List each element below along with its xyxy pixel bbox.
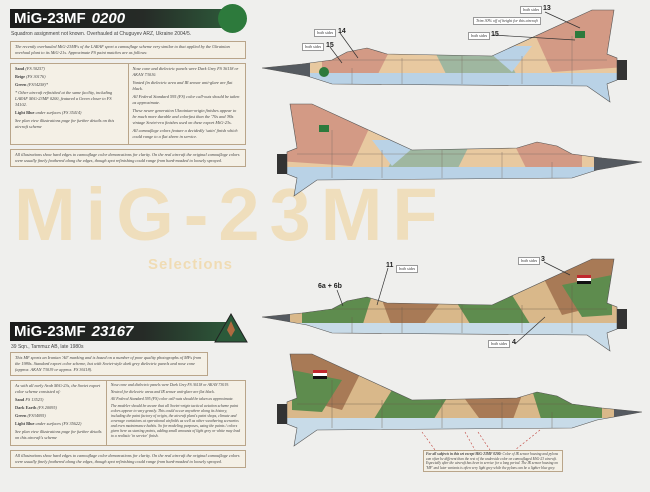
callout-both-sides-3: both sides — [518, 257, 541, 265]
profile1-text-column: The recently overhauled MiG-23MFs of the… — [10, 41, 246, 167]
decal-number: 4 — [512, 339, 516, 346]
callout-both-sides-11: both sides — [396, 265, 419, 273]
decal-number: 6a + 6b — [318, 283, 342, 290]
decal-number: 15 — [326, 42, 334, 49]
callout-both-sides-15a: both sides — [302, 43, 325, 51]
watermark-subtitle: Selections — [148, 256, 234, 273]
watermark-title: MiG-23MF — [14, 173, 448, 256]
callout-both-sides-4: both sides — [488, 340, 511, 348]
aircraft-23167-right-profile — [262, 350, 642, 450]
libya-roundel-icon — [218, 4, 247, 33]
aircraft-23167-left-profile — [262, 255, 642, 355]
decal-number: 15 — [491, 31, 499, 38]
profile2-text-column: This MF sports an Iranian 'All' marking … — [10, 352, 246, 468]
callout-trim-note: Trim 30% off of height for this aircraft — [473, 17, 541, 25]
profile1-colors-box: Sand (FS 30257) Beige (FS 30176) Green (… — [10, 63, 246, 145]
iraq-triangle-insignia-icon — [214, 313, 248, 343]
decal-number: 14 — [338, 28, 346, 35]
profile2-intro: This MF sports an Iranian 'All' marking … — [10, 352, 208, 376]
profile1-intro: The recently overhauled MiG-23MFs of the… — [10, 41, 246, 59]
aircraft-0200-right-profile — [262, 100, 642, 200]
decal-number: 3 — [541, 256, 545, 263]
decal-number: 11 — [386, 262, 394, 269]
profile1-subtitle: Squadron assignment not known. Overhaule… — [11, 31, 192, 37]
callout-both-sides-13: both sides — [520, 6, 543, 14]
aircraft-0200-left-profile — [262, 6, 642, 106]
callout-both-sides-14: both sides — [314, 29, 337, 37]
profile2-subtitle: 39 Sqn., Tammuz AB, late 1980s — [11, 344, 84, 350]
profile2-disclaimer: All illustrations show hard edges to cam… — [10, 450, 246, 468]
decal-number: 13 — [543, 5, 551, 12]
callout-both-sides-15b: both sides — [468, 32, 491, 40]
profile1-disclaimer: All illustrations show hard edges to cam… — [10, 149, 246, 167]
profile2-colors-box: As with all early Arab MiG-23s, the Sovi… — [10, 380, 246, 446]
ir-sensor-pylon-note: For all subjects in this set except MiG-… — [423, 450, 563, 473]
